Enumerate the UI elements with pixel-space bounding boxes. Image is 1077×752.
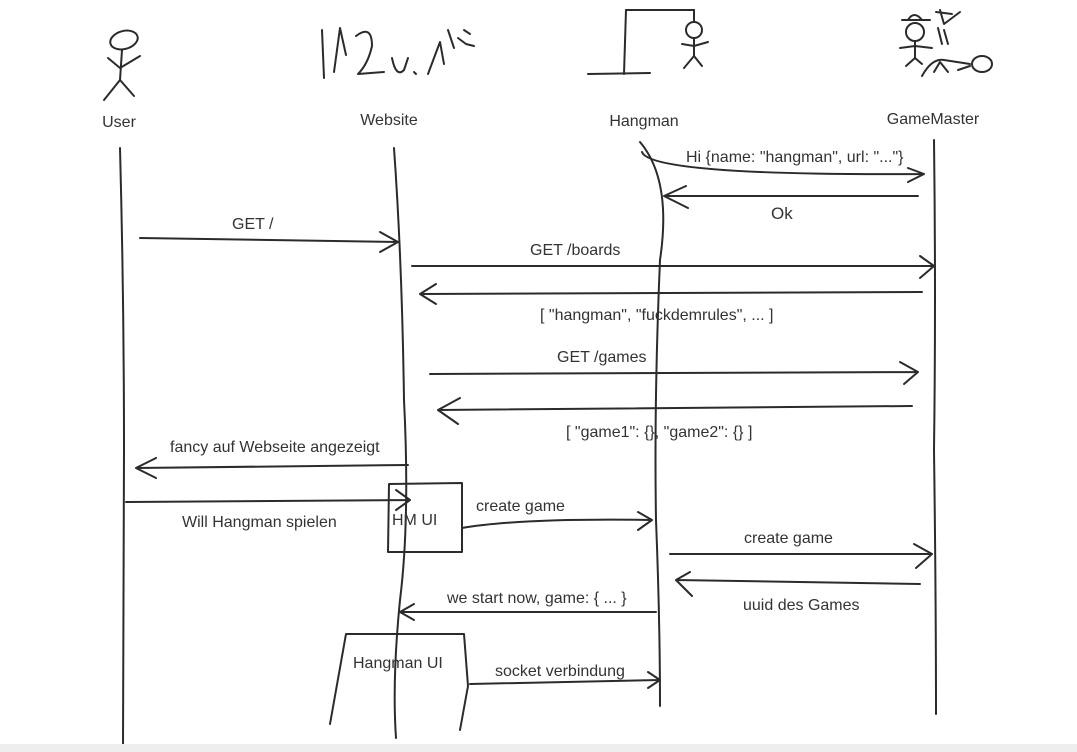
gamemaster-sketch-icon [899, 9, 993, 77]
actor-label-gamemaster: GameMaster [887, 111, 980, 128]
actor-label-website: Website [360, 112, 418, 129]
arrow-uuid [675, 571, 921, 597]
arrow-hi [641, 151, 925, 183]
message-create-game-2: create game [744, 530, 833, 547]
lifeline-website [393, 147, 408, 739]
arrow-create-game-1 [461, 511, 653, 531]
arrow-get-boards [411, 255, 935, 279]
lifeline-user [119, 147, 125, 747]
arrow-start-now [399, 603, 657, 621]
message-create-game-1: create game [476, 498, 565, 515]
message-get-root: GET / [232, 216, 274, 233]
hangman-ui-box [329, 633, 469, 731]
arrow-get-games [429, 361, 919, 385]
message-start-now: we start now, game: { ... } [446, 590, 627, 607]
hm-ui-box [387, 482, 463, 553]
lifeline-gamemaster [933, 139, 937, 715]
message-fancy: fancy auf Webseite angezeigt [170, 439, 380, 456]
arrow-socket [469, 671, 661, 689]
actor-label-hangman: Hangman [609, 113, 678, 130]
message-uuid: uuid des Games [743, 597, 860, 614]
label-hangman-ui: Hangman UI [353, 655, 443, 672]
gallows-icon [587, 9, 709, 75]
actor-label-user: User [102, 114, 136, 131]
user-stick-figure-icon [103, 29, 141, 101]
arrow-get-root [139, 231, 399, 253]
message-get-games: GET /games [557, 349, 647, 366]
message-boards-response: [ "hangman", "fuckdemrules", ... ] [540, 307, 773, 324]
lifeline-hangman [639, 141, 665, 707]
message-hi: Hi {name: "hangman", url: "..."} [686, 149, 904, 166]
message-will-play: Will Hangman spielen [182, 514, 337, 531]
arrow-fancy [135, 457, 409, 479]
label-hm-ui: HM UI [392, 512, 437, 529]
website-scribble-icon [321, 27, 475, 79]
arrow-games-resp [437, 397, 913, 425]
message-ok: Ok [771, 204, 793, 223]
arrow-boards-resp [419, 283, 923, 305]
arrow-will-play [125, 489, 411, 511]
arrow-ok [663, 185, 919, 209]
message-games-response: [ "game1": {}, "game2": {} ] [566, 424, 752, 441]
message-socket: socket verbindung [495, 663, 625, 680]
bottom-edge-strip [0, 744, 1077, 752]
message-get-boards: GET /boards [530, 242, 620, 259]
arrow-create-game-2 [669, 543, 933, 569]
